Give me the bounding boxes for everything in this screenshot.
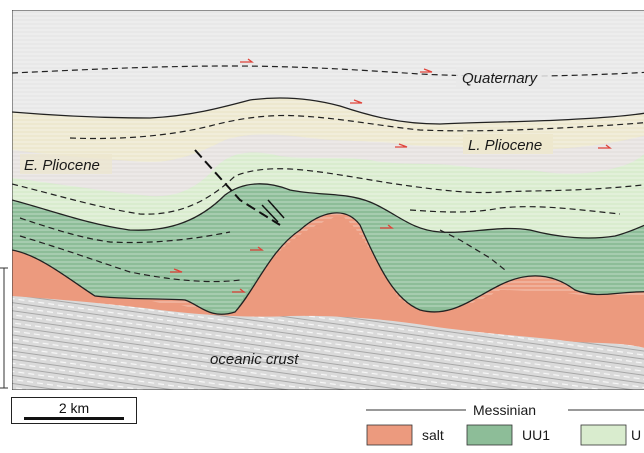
l-pliocene-label: L. Pliocene [468, 137, 542, 154]
legend-swatch-salt [366, 424, 413, 446]
legend-label-uu2: U [631, 427, 641, 443]
scale-bar-label: 2 km [58, 400, 90, 416]
legend-title: Messinian [473, 402, 536, 418]
legend-swatch-uu1 [466, 424, 513, 446]
oceanic-crust-label: oceanic crust [210, 351, 299, 368]
e-pliocene-label: E. Pliocene [24, 157, 100, 174]
legend: Messinian salt UU1 U [366, 402, 644, 446]
legend-label-uu1: UU1 [522, 427, 550, 443]
salt-layer [12, 212, 644, 348]
legend-swatch-uu2 [580, 424, 627, 446]
scale-bar-line [24, 417, 124, 420]
quaternary-label: Quaternary [462, 70, 539, 87]
legend-label-salt: salt [422, 427, 444, 443]
scale-bar: 2 km [11, 397, 137, 424]
